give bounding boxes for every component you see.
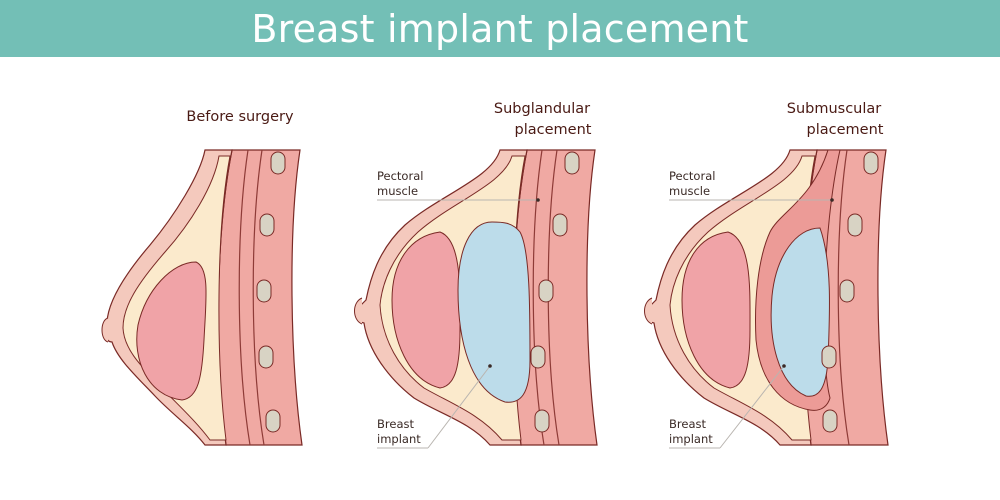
label-breast-implant-line1: Breast <box>669 417 706 431</box>
rib <box>534 409 550 433</box>
label-pectoral-muscle-line1: Pectoral <box>377 169 423 183</box>
rib <box>258 345 274 369</box>
panel-title-before: Before surgery <box>186 109 294 125</box>
rib <box>821 345 837 369</box>
rib <box>863 151 879 175</box>
mammary-gland <box>136 261 207 401</box>
panel-title-subglandular-line1: Subglandular <box>494 101 590 117</box>
ribs <box>256 151 286 433</box>
label-pectoral-muscle-line2: muscle <box>377 184 418 198</box>
panel-title-subglandular-line2: placement <box>515 122 592 138</box>
page-title: Breast implant placement <box>251 6 749 51</box>
breast-implant <box>457 221 531 403</box>
rib <box>530 345 546 369</box>
rib <box>847 213 863 237</box>
label-pectoral-muscle-line2: muscle <box>669 184 710 198</box>
panel-submuscular: Submuscular placement Pectoral muscle Br… <box>644 101 889 449</box>
leader-dot-implant <box>488 364 492 368</box>
panel-before-surgery: Before surgery <box>101 109 303 446</box>
nipple <box>101 317 109 343</box>
label-breast-implant-line1: Breast <box>377 417 414 431</box>
pectoral-muscle-line <box>532 149 545 446</box>
rib <box>552 213 568 237</box>
label-breast-implant-line2: implant <box>377 432 421 446</box>
banner-background <box>0 0 1000 57</box>
pectoral-muscle-line <box>238 149 251 446</box>
nipple <box>644 297 653 325</box>
ribs <box>530 151 580 433</box>
mammary-gland <box>681 231 751 389</box>
title-banner: Breast implant placement <box>0 0 1000 57</box>
nipple <box>354 297 363 325</box>
leader-dot-implant <box>782 364 786 368</box>
leader-line-implant-diagonal <box>427 365 491 449</box>
leader-dot-muscle <box>536 198 540 202</box>
rib <box>270 151 286 175</box>
rib <box>564 151 580 175</box>
rib <box>256 279 272 303</box>
panel-subglandular: Subglandular placement Pectoral muscle B… <box>354 101 598 449</box>
panel-title-submuscular-line2: placement <box>807 122 884 138</box>
chest-wall-line <box>252 149 265 446</box>
rib <box>538 279 554 303</box>
rib <box>822 409 838 433</box>
breast-implant <box>770 227 830 397</box>
rib <box>259 213 275 237</box>
rib <box>265 409 281 433</box>
chest-wall-line <box>837 149 850 446</box>
ribs <box>821 151 879 433</box>
leader-line-implant-diagonal <box>719 365 785 449</box>
rib <box>839 279 855 303</box>
label-breast-implant-line2: implant <box>669 432 713 446</box>
leader-dot-muscle <box>830 198 834 202</box>
label-pectoral-muscle-line1: Pectoral <box>669 169 715 183</box>
panel-title-submuscular-line1: Submuscular <box>787 101 882 117</box>
